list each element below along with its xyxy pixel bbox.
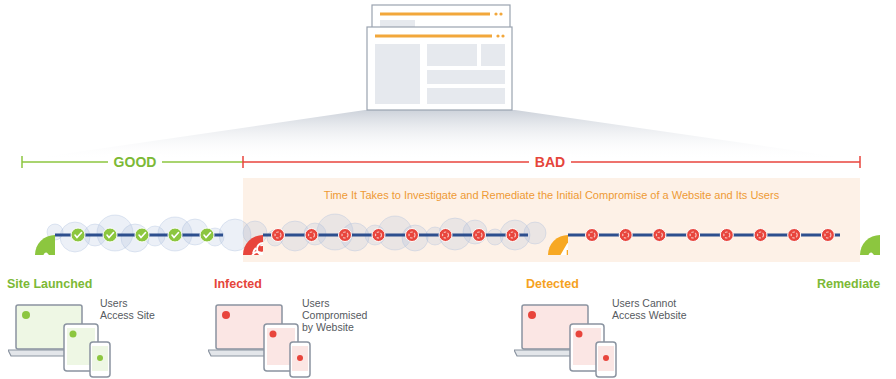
device-caption: Users Compromised by Website — [302, 297, 370, 333]
infected-dot — [506, 229, 519, 242]
infected-dot — [788, 229, 801, 242]
infected-dot — [586, 229, 599, 242]
ok-dot — [135, 228, 149, 242]
infected-dot — [439, 229, 452, 242]
device-group — [514, 305, 616, 377]
device-caption: Users Access Site — [100, 297, 158, 321]
device-caption: Users Cannot Access Website — [612, 297, 696, 321]
bad-label: BAD — [529, 154, 571, 170]
milestone-launched: Site Launched — [15, 215, 55, 292]
milestone-detected: Detected — [528, 215, 568, 292]
infected-dot — [619, 229, 632, 242]
infected-dot — [406, 229, 419, 242]
bubble — [463, 220, 487, 244]
label-holder: Users Compromised by Website — [302, 297, 370, 333]
infected-dot — [305, 229, 318, 242]
milestone-label: Remediate — [817, 277, 880, 291]
bubble — [402, 225, 428, 251]
milestone-label: Site Launched — [7, 277, 92, 291]
milestone-icon — [223, 215, 263, 255]
label-holder: Users Cannot Access Website — [612, 297, 696, 321]
bubble — [121, 224, 149, 252]
good-label: GOOD — [108, 154, 163, 170]
device-group — [208, 305, 310, 377]
timeline-connector — [263, 234, 528, 237]
infected-dot — [687, 229, 700, 242]
window-shadow — [22, 110, 860, 160]
ok-dot — [168, 228, 182, 242]
infected-dot — [653, 229, 666, 242]
milestone-remediated: Remediate — [840, 215, 880, 292]
bubble — [524, 222, 546, 244]
band-title: Time It Takes to Investigate and Remedia… — [243, 178, 860, 201]
label-holder: Users Access Site — [100, 297, 158, 321]
milestone-infected: Infected — [223, 215, 263, 292]
ok-dot — [103, 228, 117, 242]
device-group — [8, 305, 110, 377]
milestone-label: Infected — [214, 277, 262, 291]
infected-dot — [720, 229, 733, 242]
ok-dot — [200, 228, 214, 242]
milestone-icon — [528, 215, 568, 255]
infected-dot — [372, 229, 385, 242]
infected-dot — [821, 229, 834, 242]
infected-dot — [754, 229, 767, 242]
milestone-icon — [840, 215, 880, 255]
label-holder: BAD — [529, 154, 571, 170]
infected-dot — [272, 229, 285, 242]
milestone-icon — [15, 215, 55, 255]
infected-dot — [473, 229, 486, 242]
label-holder: GOOD — [108, 154, 163, 170]
browser-window-front — [367, 27, 512, 110]
milestone-label: Detected — [526, 277, 579, 291]
infected-dot — [339, 229, 352, 242]
ok-dot — [71, 228, 85, 242]
